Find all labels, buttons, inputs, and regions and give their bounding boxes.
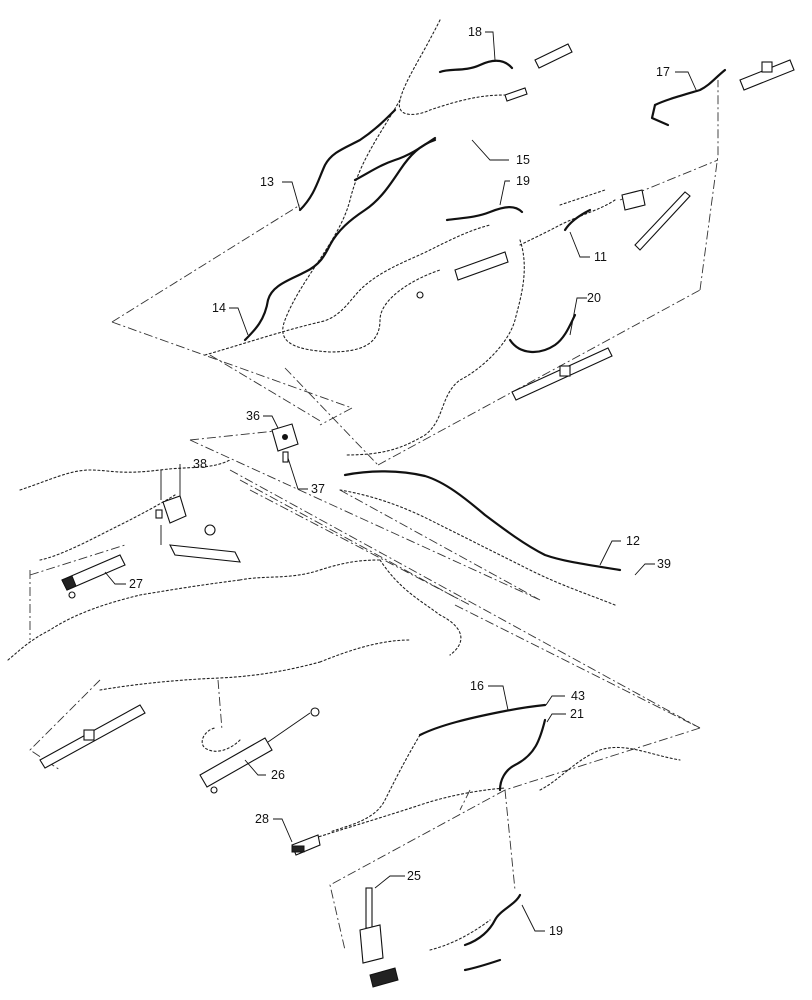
cylinder-lower-left [39, 704, 146, 769]
callout-38: 38 [193, 457, 207, 471]
callout-37: 37 [311, 482, 325, 496]
cylinder-27 [61, 554, 126, 599]
cylinder-top [504, 43, 573, 102]
thin-hoses [7, 19, 681, 951]
callout-11: 11 [594, 250, 607, 264]
cylinder-26 [199, 707, 320, 794]
bold-hoses [243, 59, 727, 972]
callout-43: 43 [571, 689, 585, 703]
bracket-28 [291, 834, 321, 856]
valve-block-38 [155, 470, 187, 545]
callout-16: 16 [470, 679, 484, 693]
callout-17: 17 [656, 65, 670, 79]
callout-20: 20 [587, 291, 601, 305]
callout-26: 26 [271, 768, 285, 782]
callout-36: 36 [246, 409, 260, 423]
callout-28: 28 [255, 812, 269, 826]
callout-27: 27 [129, 577, 143, 591]
cylinder-mid [416, 251, 509, 299]
callout-25: 25 [407, 869, 421, 883]
callout-13: 13 [260, 175, 274, 189]
phantom-routing-lines [29, 80, 719, 951]
cylinder-top-right [739, 59, 795, 91]
cylinder-right [621, 189, 691, 251]
cylinder-20 [511, 347, 613, 401]
callout-18: 18 [468, 25, 482, 39]
valve-25 [359, 887, 399, 988]
fitting-37 [282, 451, 289, 463]
callout-19-lower: 19 [549, 924, 563, 938]
callout-labels: 11 12 13 14 15 16 17 18 19 19 20 21 25 2… [129, 25, 671, 938]
valve-block-36 [271, 423, 299, 452]
leader-lines [104, 31, 698, 932]
bracket-arm [169, 524, 241, 563]
callout-19-upper: 19 [516, 174, 530, 188]
callout-12: 12 [626, 534, 640, 548]
callout-14: 14 [212, 301, 226, 315]
callout-39: 39 [657, 557, 671, 571]
callout-15: 15 [516, 153, 530, 167]
callout-21: 21 [570, 707, 584, 721]
